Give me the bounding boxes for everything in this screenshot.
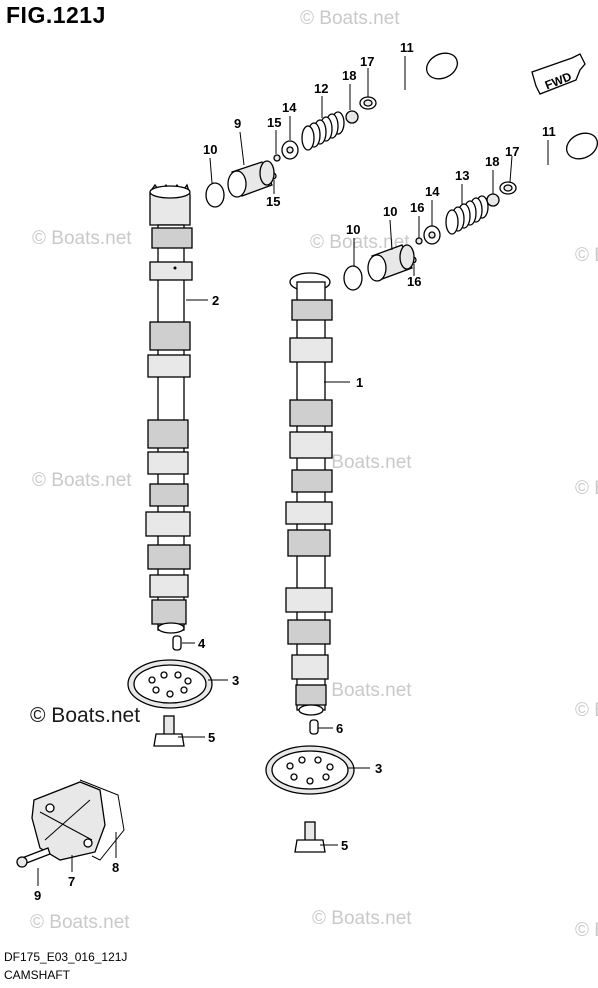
watermark: © Boats.net (575, 245, 598, 266)
callout-16-right: 16 (410, 200, 424, 215)
callout-15: 14 (282, 100, 297, 115)
callout-17: 17 (360, 54, 374, 69)
callout-7: 7 (68, 874, 75, 889)
callout-8: 8 (112, 860, 119, 875)
right-valve-assembly (343, 132, 598, 291)
callout-9-label: 9 (34, 888, 41, 903)
watermark: © Boats.net (30, 912, 130, 933)
right-camshaft (285, 272, 333, 716)
callout-10: 9 (234, 116, 241, 131)
left-lower-parts (16, 635, 213, 868)
callout-1: 1 (356, 375, 363, 390)
figure-code: DF175_E03_016_121J (4, 950, 128, 964)
watermark: © Boats.net (575, 920, 598, 941)
callout-14: 12 (314, 81, 328, 96)
figure-title: FIG.121J (6, 2, 106, 28)
callout-2: 2 (212, 293, 219, 308)
callout-3-right: 3 (375, 761, 382, 776)
callout-5-right: 5 (341, 838, 348, 853)
left-camshaft (145, 183, 193, 634)
callout-15-right: 14 (425, 184, 440, 199)
callout-13: 11 (400, 40, 414, 55)
callout-16-right-lower: 16 (407, 274, 421, 289)
watermark: © Boats.net (575, 478, 598, 499)
callout-11: 10 (203, 142, 217, 157)
figure-name: CAMSHAFT (4, 968, 70, 982)
callout-12: 11 (542, 124, 556, 139)
callout-16: 15 (267, 115, 281, 130)
callout-14-right: 13 (455, 168, 469, 183)
callout-18-right: 18 (485, 154, 499, 169)
callout-6: 6 (336, 721, 343, 736)
callout-16-lower: 15 (266, 194, 280, 209)
callout-11-right-label: 10 (346, 222, 360, 237)
watermark: © Boats.net (312, 680, 412, 701)
watermark: © Boats.net (312, 908, 412, 929)
watermark: © Boats.net (32, 228, 132, 249)
fwd-arrow-badge: FWD (531, 53, 586, 95)
callout-labels: 11 17 18 12 14 15 9 10 15 11 17 18 13 14… (34, 40, 556, 903)
leader-lines (37, 56, 549, 886)
watermark: © Boats.net (312, 452, 412, 473)
callout-18: 18 (342, 68, 356, 83)
callout-17-right: 17 (505, 144, 519, 159)
right-lower-parts (265, 719, 355, 853)
watermark-dark: © Boats.net (30, 704, 141, 727)
watermark: © Boats.net (310, 232, 410, 253)
watermark: © Boats.net (575, 700, 598, 721)
watermark: © Boats.net (300, 8, 400, 29)
watermark: © Boats.net (32, 470, 132, 491)
left-valve-assembly (205, 52, 459, 208)
callout-10-right: 10 (383, 204, 397, 219)
callout-5: 5 (208, 730, 215, 745)
callout-3: 3 (232, 673, 239, 688)
callout-4: 4 (198, 636, 206, 651)
